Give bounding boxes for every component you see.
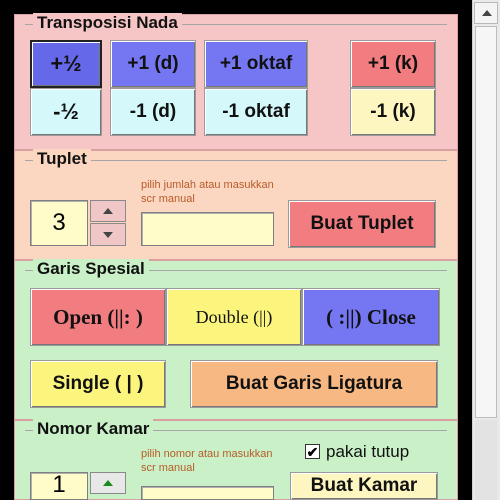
spin-up-icon: [103, 480, 113, 486]
use-cover-checkbox[interactable]: ✔: [305, 444, 320, 460]
tuplet-spin-up[interactable]: [90, 200, 126, 222]
spin-up-icon: [103, 208, 113, 214]
transpose-down-octave-button[interactable]: -1 oktaf: [204, 88, 308, 136]
transpose-up-whole-button[interactable]: +1 (d): [110, 40, 196, 88]
transpose-down-k-button[interactable]: -1 (k): [350, 88, 436, 136]
kamar-number-field[interactable]: 1: [30, 471, 88, 500]
create-room-button[interactable]: Buat Kamar: [290, 472, 438, 500]
create-tuplet-button[interactable]: Buat Tuplet: [288, 200, 436, 248]
garis-group-border: [25, 270, 447, 271]
transposisi-title: Transposisi Nada: [33, 13, 182, 33]
create-ligature-button[interactable]: Buat Garis Ligatura: [190, 360, 438, 408]
tuplet-title: Tuplet: [33, 149, 91, 169]
garis-title: Garis Spesial: [33, 259, 149, 279]
transpose-down-half-button[interactable]: -½: [30, 88, 102, 136]
kamar-title: Nomor Kamar: [33, 419, 154, 439]
window-frame-right: [458, 0, 472, 500]
scroll-thumb[interactable]: [475, 26, 497, 418]
tuplet-group-border: [25, 160, 447, 161]
close-repeat-button[interactable]: ( :||) Close: [302, 288, 440, 346]
transpose-up-half-button[interactable]: +½: [30, 40, 102, 88]
transpose-up-k-button[interactable]: +1 (k): [350, 40, 436, 88]
kamar-group-border: [25, 430, 447, 431]
open-repeat-button[interactable]: Open (||: ): [30, 288, 166, 346]
transpose-up-octave-button[interactable]: +1 oktaf: [204, 40, 308, 88]
single-bar-button[interactable]: Single ( | ): [30, 360, 166, 408]
scroll-up-arrow-icon: [482, 10, 492, 16]
tuplet-spin-down[interactable]: [90, 223, 126, 246]
tuplet-count-field[interactable]: 3: [30, 200, 88, 246]
scroll-track[interactable]: [475, 420, 497, 500]
kamar-spin-up[interactable]: [90, 472, 126, 494]
use-cover-label: pakai tutup: [326, 442, 410, 461]
spin-down-icon: [103, 231, 113, 238]
double-bar-button[interactable]: Double (||): [166, 288, 302, 346]
scroll-up-button[interactable]: [474, 2, 498, 24]
window-frame-left: [0, 0, 14, 500]
kamar-manual-input[interactable]: [141, 486, 274, 500]
transposisi-group-border: [25, 24, 447, 25]
kamar-hint: pilih nomor atau masukkan scr manual: [141, 448, 273, 474]
tuplet-manual-input[interactable]: [141, 212, 274, 246]
transpose-down-whole-button[interactable]: -1 (d): [110, 88, 196, 136]
tuplet-hint: pilih jumlah atau masukkan scr manual: [141, 179, 274, 205]
